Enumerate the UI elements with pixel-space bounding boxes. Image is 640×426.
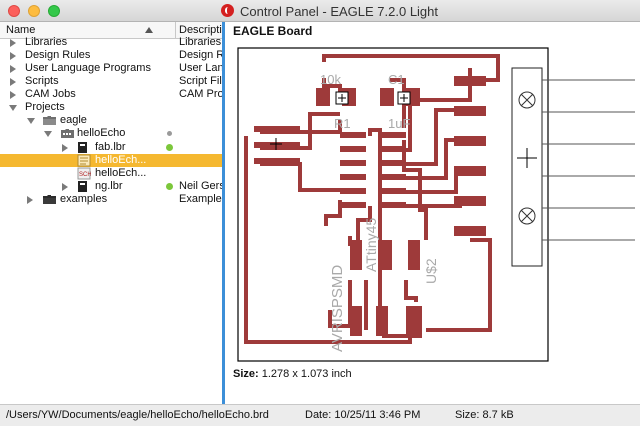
folder-icon <box>43 195 56 204</box>
tree-row-ng-lbr[interactable]: ng.lbr Neil Gers <box>0 180 222 193</box>
connector-outline <box>511 67 543 267</box>
panel-splitter[interactable] <box>222 22 225 404</box>
board-size-label: Size: <box>233 368 259 380</box>
board-file-icon <box>77 154 91 167</box>
silk-label-1uf: 1uF <box>388 116 410 131</box>
tree-row-label: ng.lbr <box>95 180 123 192</box>
tree-row-description: Script Fil <box>179 75 222 87</box>
tree-row-scripts[interactable]: Scripts Script Fil <box>0 75 222 88</box>
tree-row-description: Example <box>179 193 222 205</box>
tree-row-label: Design Rules <box>25 49 91 61</box>
tree-row-label: helloEch... <box>95 154 147 166</box>
tree-row-projects[interactable]: Projects <box>0 101 222 114</box>
zoom-window-button[interactable] <box>48 5 60 17</box>
tree-row-label: fab.lbr <box>95 141 126 153</box>
silk-label-10k: 10k <box>320 72 341 87</box>
board-silkscreen: 10k C1 R1 1uF ATtiny45 AVRISPSMD U$2 <box>320 72 439 352</box>
folder-icon <box>43 116 56 125</box>
status-file-size: Size: 8.7 kB <box>455 409 514 421</box>
mount-hole <box>518 91 536 109</box>
mount-hole <box>518 207 536 225</box>
tree-panel: Name Description Libraries Libraries Des… <box>0 22 222 404</box>
status-dot <box>167 131 172 136</box>
tree-row-label: helloEch... <box>95 167 147 179</box>
tree-row-label: helloEcho <box>77 127 126 139</box>
library-book-icon <box>78 142 87 153</box>
tree-row-label: CAM Jobs <box>25 88 76 100</box>
expand-arrow-icon[interactable] <box>10 39 16 47</box>
silk-label-r1: R1 <box>334 116 351 131</box>
tree-row-fab-lbr[interactable]: fab.lbr <box>0 141 222 154</box>
tree-row-design-rules[interactable]: Design Rules Design R <box>0 49 222 62</box>
name-column-header[interactable]: Name <box>6 24 36 36</box>
tree-row-helloecho[interactable]: helloEcho <box>0 127 222 140</box>
expand-arrow-icon[interactable] <box>62 183 68 191</box>
tree-row-helloecho-sch[interactable]: SCH helloEch... <box>0 167 222 180</box>
preview-panel: EAGLE Board <box>225 22 640 404</box>
collapse-arrow-icon[interactable] <box>44 131 52 137</box>
sort-ascending-icon <box>145 27 153 33</box>
tree-row-label: User Language Programs <box>25 62 151 74</box>
collapse-arrow-icon[interactable] <box>9 105 17 111</box>
collapse-arrow-icon[interactable] <box>27 118 35 124</box>
tree-row-eagle[interactable]: eagle <box>0 114 222 127</box>
expand-arrow-icon[interactable] <box>27 196 33 204</box>
tree-row-label: examples <box>60 193 108 205</box>
close-window-button[interactable] <box>8 5 20 17</box>
board-size-value: 1.278 x 1.073 inch <box>261 368 352 380</box>
tree-row-label: Scripts <box>25 75 59 87</box>
tree-row-description: Neil Gers <box>179 180 222 192</box>
tree-row-description: Design R <box>179 49 222 61</box>
window-titlebar: Control Panel - EAGLE 7.2.0 Light <box>0 0 640 22</box>
status-file-path: /Users/YW/Documents/eagle/helloEcho/hell… <box>6 409 269 421</box>
tree-row-label: Projects <box>25 101 65 113</box>
tree-row-cam-jobs[interactable]: CAM Jobs CAM Pro <box>0 88 222 101</box>
tree-row-description: CAM Pro <box>179 88 222 100</box>
tree-row-label: eagle <box>60 114 87 126</box>
project-folder-icon <box>61 129 74 138</box>
board-size: Size: 1.278 x 1.073 inch <box>233 368 352 380</box>
tree-row-libraries[interactable]: Libraries Libraries <box>0 36 222 49</box>
tree-row-description: Libraries <box>179 36 222 48</box>
preview-title: EAGLE Board <box>233 24 313 38</box>
window-title: Control Panel - EAGLE 7.2.0 Light <box>240 4 439 19</box>
status-bar: /Users/YW/Documents/eagle/helloEcho/hell… <box>0 404 640 426</box>
minimize-window-button[interactable] <box>28 5 40 17</box>
svg-text:SCH: SCH <box>79 172 91 178</box>
eagle-app-icon <box>221 4 234 17</box>
expand-arrow-icon[interactable] <box>10 65 16 73</box>
expand-arrow-icon[interactable] <box>10 91 16 99</box>
expand-arrow-icon[interactable] <box>10 52 16 60</box>
expand-arrow-icon[interactable] <box>62 144 68 152</box>
in-use-dot <box>166 144 173 151</box>
silk-label-u2: U$2 <box>423 258 439 284</box>
tree-row-user-language-programs[interactable]: User Language Programs User Lan <box>0 62 222 75</box>
library-book-icon <box>78 181 87 192</box>
silk-label-avrispsmd: AVRISPSMD <box>329 265 346 352</box>
tree-column-header: Name Description <box>0 22 222 39</box>
board-preview: 10k C1 R1 1uF ATtiny45 AVRISPSMD U$2 <box>230 40 635 366</box>
status-file-date: Date: 10/25/11 3:46 PM <box>305 409 421 421</box>
description-column-header[interactable]: Description <box>179 24 222 36</box>
tree-row-helloecho-brd[interactable]: helloEch... <box>0 154 222 167</box>
expand-arrow-icon[interactable] <box>10 78 16 86</box>
silk-label-attiny45: ATtiny45 <box>363 218 379 272</box>
tree-row-label: Libraries <box>25 36 68 48</box>
in-use-dot <box>166 183 173 190</box>
board-outline <box>237 47 549 362</box>
smd-pads <box>254 76 486 336</box>
tree-row-examples[interactable]: examples Example <box>0 193 222 206</box>
schematic-file-icon: SCH <box>77 167 91 180</box>
tree-row-description: User Lan <box>179 62 222 74</box>
silk-label-c1: C1 <box>388 72 405 87</box>
column-divider[interactable] <box>175 22 176 39</box>
